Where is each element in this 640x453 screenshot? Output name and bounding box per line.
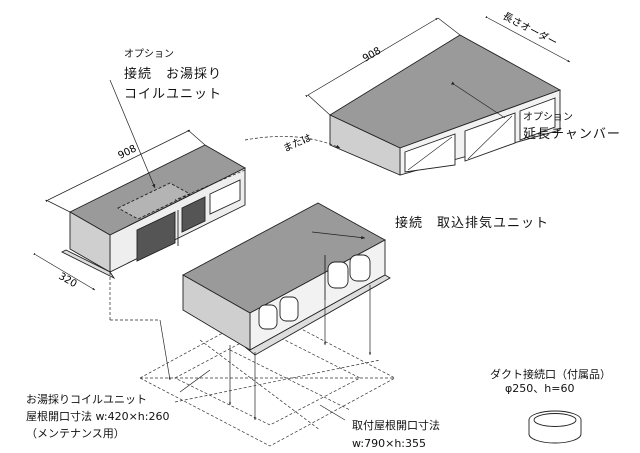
duct-connector-ring (528, 410, 582, 444)
roof-opening-size: w:790×h:355 (352, 437, 426, 450)
dimension-lines (33, 15, 571, 291)
chamber-title: 延長チャンバー (523, 127, 621, 142)
coil-option-label: オプション (124, 49, 174, 60)
coil-opening-title: お湯採りコイルユニット (26, 393, 147, 406)
chamber-width-dimension: 908 (361, 46, 383, 65)
intake-exhaust-unit-box (182, 202, 391, 356)
duct-connector-size: φ250、h=60 (505, 382, 575, 395)
coil-depth-dimension: 320 (57, 271, 79, 290)
coil-title-line-1: 接続 お湯採り (124, 67, 223, 82)
coil-opening-note: （メンテナンス用） (26, 427, 125, 440)
extension-chamber-box (329, 34, 562, 176)
roof-opening-outlines (139, 309, 396, 447)
length-order-label: 長さオーダー (501, 9, 560, 49)
leader-lines (109, 79, 506, 421)
duct-connector-label: ダクト接続口（付属品） (490, 368, 611, 381)
roof-opening-title: 取付屋根開口寸法 (352, 419, 440, 432)
coil-width-dimension: 908 (116, 143, 138, 161)
intake-exhaust-unit-label: 接続 取込排気ユニット (395, 216, 550, 231)
coil-opening-size: 屋根開口寸法 w:420×h:260 (26, 410, 170, 423)
chamber-option-label: オプション (523, 112, 573, 123)
coil-title-line-2: コイルユニット (124, 87, 223, 102)
or-label: または (281, 132, 313, 155)
